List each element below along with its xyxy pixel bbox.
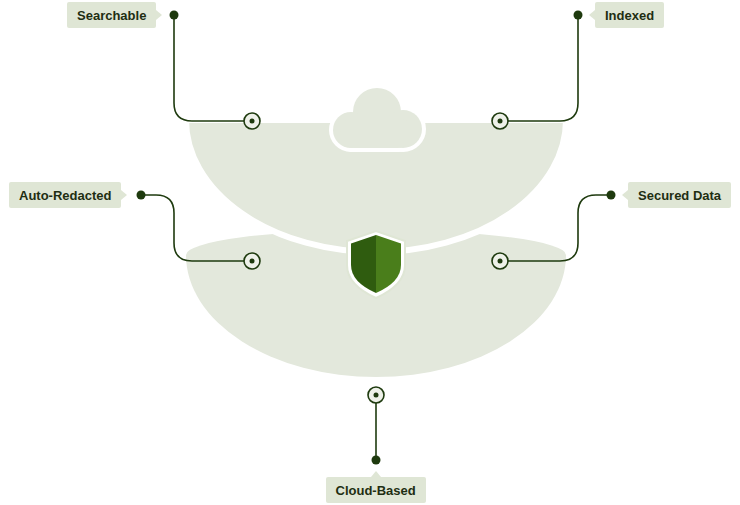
feature-tag: Indexed [595,2,664,28]
leader-line [174,15,244,121]
leader-line [508,195,611,261]
feature-tag: Auto-Redacted [9,182,121,208]
shield-icon [347,231,405,298]
leader-dots [137,11,616,465]
leader-lines [141,15,611,460]
feature-tag: Secured Data [628,182,731,208]
leader-line [141,195,244,261]
feature-tag: Cloud-Based [326,477,426,503]
cloud-icon [333,88,422,148]
tag-label: Indexed [605,9,654,22]
leader-line [508,15,578,121]
tag-label: Auto-Redacted [19,189,111,202]
leader-line [375,403,377,460]
feature-tag: Searchable [67,2,156,28]
lower-layer [186,230,566,377]
tag-label: Cloud-Based [336,484,416,497]
tag-label: Searchable [77,9,146,22]
tag-label: Secured Data [638,189,721,202]
target-markers [244,113,508,403]
